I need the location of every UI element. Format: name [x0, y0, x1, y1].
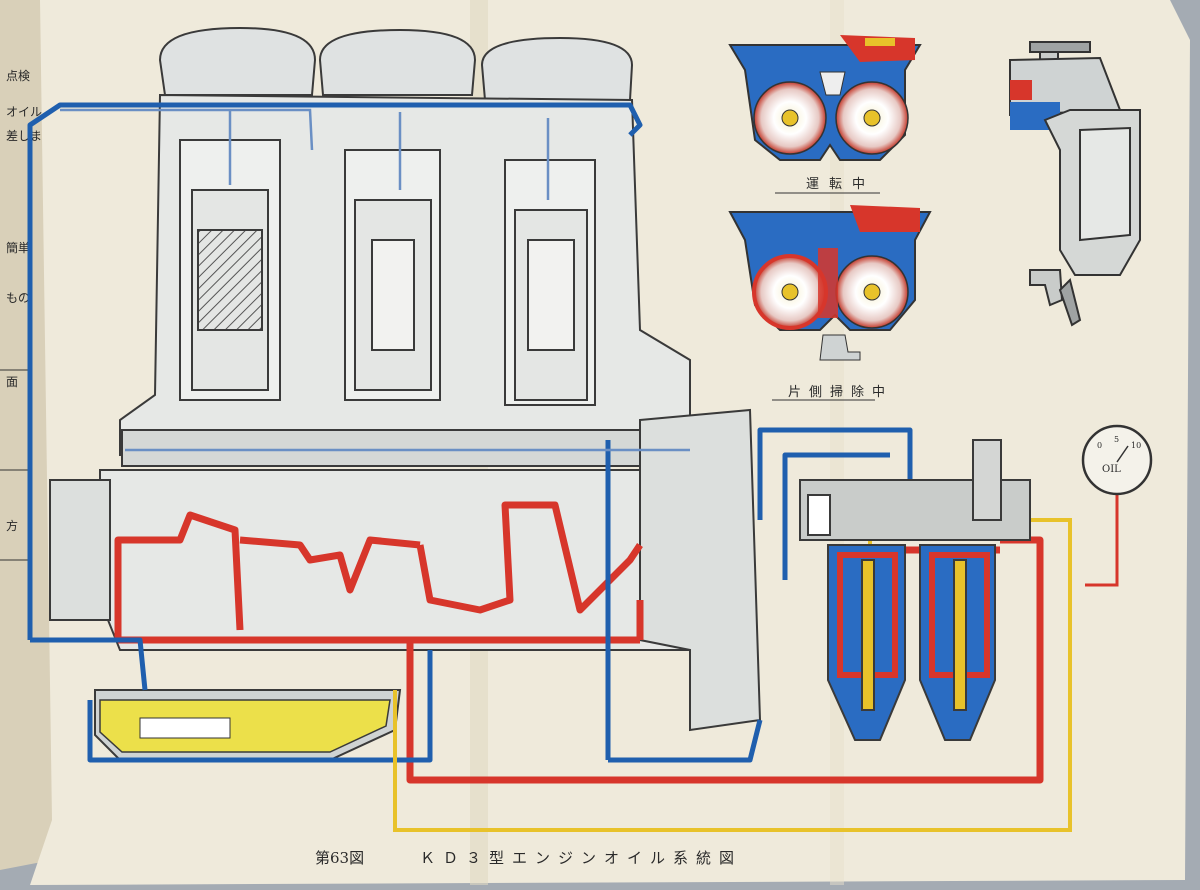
inset-cleaning-label: 片側掃除中 — [788, 384, 893, 400]
cylinder-head-3 — [480, 36, 634, 101]
gauge-label: OIL — [1102, 464, 1121, 475]
svg-text:差しま: 差しま — [6, 129, 42, 143]
left-page-text: 点検 オイル 差しま 簡単 もの 面 方 — [0, 69, 42, 561]
gauge-feed-line — [1085, 478, 1119, 587]
connecting-rod-2 — [371, 239, 415, 351]
svg-text:点検: 点検 — [6, 69, 30, 83]
svg-text:方: 方 — [6, 518, 18, 533]
svg-text:オイル: オイル — [6, 105, 42, 119]
oil-return-lines — [27, 102, 913, 763]
oil-pressure-gauge: 0 5 10 OIL — [1081, 424, 1153, 496]
bypass-valve — [807, 494, 831, 536]
gauge-mark-0: 0 — [1097, 441, 1102, 450]
oil-strainer — [139, 717, 231, 739]
drain-cock — [819, 334, 861, 361]
connecting-rod-3 — [527, 239, 575, 351]
connecting-rod-1 — [197, 229, 263, 331]
gauge-needle — [1116, 445, 1129, 463]
sump-oil — [99, 699, 391, 753]
gauge-mark-5: 5 — [1114, 435, 1119, 444]
svg-text:もの: もの — [6, 291, 30, 305]
figure-number: 第63図 — [315, 849, 364, 867]
crankshaft — [121, 429, 683, 467]
figure-caption: ＫＤ３型エンジンオイル系統図 — [420, 849, 742, 867]
svg-text:面: 面 — [6, 375, 18, 389]
flywheel — [49, 479, 111, 621]
inset-running-label: 運転中 — [806, 177, 875, 192]
oil-filter-assembly — [799, 439, 1031, 741]
filter-cutaway-illustration — [1009, 41, 1141, 327]
cylinder-head-2 — [318, 28, 477, 96]
relief-valve — [972, 439, 1002, 521]
inset-one-side-cleaning: 片側掃除中 — [728, 205, 932, 401]
cylinder-head-1 — [158, 26, 317, 96]
gauge-mark-10: 10 — [1131, 441, 1141, 450]
svg-text:簡単: 簡単 — [6, 240, 30, 255]
inset-running: 運転中 — [728, 35, 922, 194]
oil-feed-lines-thin — [60, 108, 690, 452]
